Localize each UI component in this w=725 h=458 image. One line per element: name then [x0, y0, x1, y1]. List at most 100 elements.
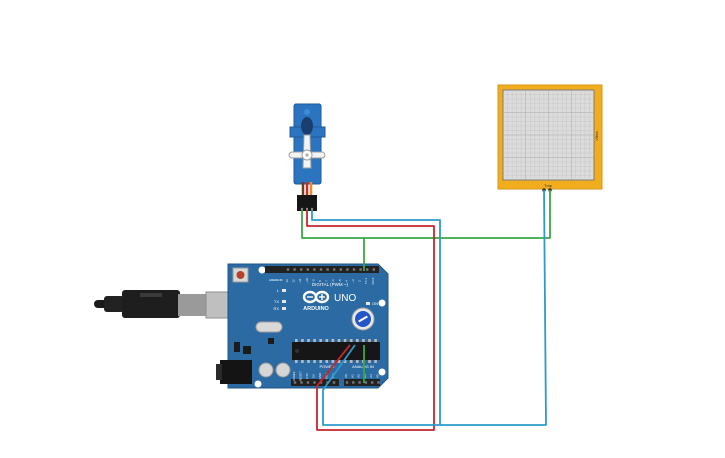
header-pin[interactable]	[345, 381, 349, 384]
aref-label: AREF	[269, 278, 277, 282]
usb-plug-icon	[122, 290, 180, 318]
sensor-bottom-label: Tmp	[544, 183, 553, 188]
header-pin[interactable]	[359, 268, 362, 271]
tx-led	[282, 300, 286, 303]
header-pin[interactable]	[377, 381, 380, 384]
chip-pin	[337, 360, 341, 363]
chip-pin	[368, 339, 371, 342]
usb-strain-relief	[104, 296, 124, 312]
header-pin[interactable]	[313, 381, 316, 384]
header-pin[interactable]	[332, 381, 336, 384]
header-pin[interactable]	[364, 381, 368, 384]
wire-blue-sensor[interactable]	[440, 189, 547, 426]
chip-pin	[313, 339, 316, 342]
potentiometer-knob-icon[interactable]	[351, 307, 375, 331]
chip-pin	[349, 360, 353, 363]
servo-motor-icon[interactable]	[288, 103, 326, 211]
pin-label: A2	[357, 374, 361, 378]
header-pin[interactable]	[372, 268, 375, 271]
header-pin[interactable]	[300, 381, 303, 384]
header-pin[interactable]	[352, 381, 355, 384]
chip-pin	[331, 360, 335, 363]
usb-connector-metal	[178, 294, 210, 316]
reset-button-cap[interactable]	[236, 271, 245, 279]
pin-label: 4	[344, 280, 348, 282]
pin-label: A4	[369, 374, 373, 378]
pin-label: GND	[318, 372, 322, 380]
chip-pin	[362, 339, 365, 342]
smd-chip	[243, 346, 251, 354]
pin-label: A1	[350, 374, 354, 378]
header-pin[interactable]	[319, 381, 323, 384]
gnd-label: GND	[276, 278, 284, 282]
mount-hole	[258, 266, 266, 274]
pin-label: 12	[292, 279, 296, 283]
digital-pin-holes	[286, 268, 375, 271]
l-label: L	[277, 288, 280, 293]
wire-red-power[interactable]	[306, 210, 435, 431]
header-pin[interactable]	[313, 268, 316, 271]
header-pin[interactable]	[371, 381, 374, 384]
usb-plug-ridge	[140, 293, 162, 297]
servo-connector-pin	[305, 207, 309, 211]
pin-label: ~5	[338, 279, 342, 283]
chip-pin	[374, 339, 377, 342]
chip-pin	[368, 360, 371, 363]
pin-label: TX 1	[364, 278, 368, 285]
header-pin[interactable]	[293, 268, 296, 271]
header-pin[interactable]	[339, 268, 342, 271]
servo-connector-pin	[310, 207, 314, 211]
pin-label: RX 0	[371, 277, 375, 284]
wires	[301, 189, 551, 431]
capacitor	[258, 362, 274, 378]
usb-cable[interactable]	[94, 290, 237, 319]
header-pin[interactable]	[306, 268, 309, 271]
pin-label: 7	[325, 280, 329, 282]
chip-pin	[325, 360, 329, 363]
power-jack	[220, 360, 252, 384]
servo-connector[interactable]	[297, 195, 317, 211]
header-pin[interactable]	[352, 268, 356, 271]
header-pin[interactable]	[358, 381, 361, 384]
chip-notch	[295, 349, 299, 353]
chip-pin	[313, 360, 316, 363]
analog-pin-holes	[345, 381, 380, 384]
header-pin[interactable]	[366, 268, 369, 271]
regulator	[234, 342, 240, 352]
chip-pin	[343, 339, 347, 342]
wire-green-top[interactable]	[301, 190, 551, 239]
brand-label: ARDUINO	[303, 306, 329, 312]
header-pin[interactable]	[300, 268, 303, 271]
pin-label: 13	[285, 279, 289, 283]
header-pin[interactable]	[346, 268, 349, 271]
header-pin[interactable]	[319, 268, 323, 271]
arduino-logo-icon	[302, 290, 330, 304]
pin-label: 8	[318, 280, 322, 282]
servo-gear-housing	[301, 117, 313, 135]
smd-chip	[268, 338, 274, 344]
mount-hole	[254, 380, 262, 388]
header-pin[interactable]	[326, 268, 329, 271]
chip-pins-top	[295, 339, 377, 342]
chip-pins-bottom	[295, 360, 377, 363]
header-pin[interactable]	[333, 268, 336, 271]
pin-label: ~9	[311, 279, 315, 283]
sensor-grid-lines	[503, 90, 594, 180]
analog-header-label: ANALOG IN	[352, 364, 374, 369]
analog-header[interactable]	[344, 379, 380, 386]
model-label: UNO	[334, 293, 356, 304]
chip-pin	[295, 360, 298, 363]
sensor-side-label: Vibra	[594, 131, 599, 141]
sensor-module[interactable]: Tmp Vibra	[497, 84, 603, 192]
header-pin[interactable]	[286, 268, 290, 271]
chip-pin	[295, 339, 298, 342]
chip-pin	[356, 339, 359, 342]
power-header-label: POWER	[319, 364, 334, 369]
header-pin[interactable]	[293, 381, 297, 384]
chip-pin	[356, 360, 359, 363]
atmega-chip	[292, 342, 380, 360]
header-pin[interactable]	[306, 381, 310, 384]
